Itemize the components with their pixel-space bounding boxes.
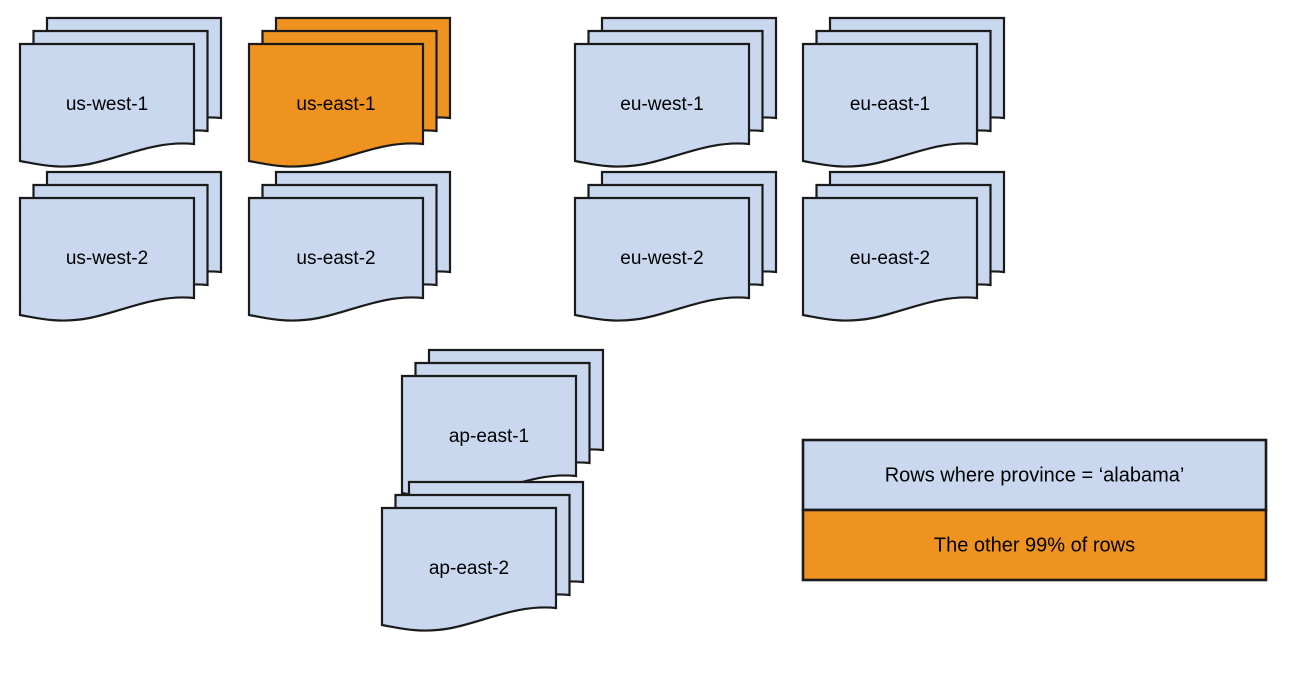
stack-sheet-front [380, 506, 558, 632]
legend-layer: Rows where province = ‘alabama’ The other… [801, 438, 1268, 582]
stack-sheet-front [573, 42, 751, 168]
legend-row-alabama: Rows where province = ‘alabama’ [801, 438, 1268, 512]
region-stack-eu-east-2[interactable]: eu-east-2 [801, 170, 1006, 322]
stack-sheet-front [801, 196, 979, 322]
stack-label-eu-west-2: eu-west-2 [620, 248, 703, 269]
legend-row-other: The other 99% of rows [801, 508, 1268, 582]
stack-label-eu-east-1: eu-east-1 [850, 94, 930, 115]
stack-label-ap-east-1: ap-east-1 [449, 426, 529, 447]
region-stack-eu-west-1[interactable]: eu-west-1 [573, 16, 778, 168]
stacks-layer: us-west-1 us-east-1 eu-west-1 eu-east-1 us-w… [18, 16, 1006, 632]
region-stack-us-east-2[interactable]: us-east-2 [247, 170, 452, 322]
stack-label-us-west-2: us-west-2 [66, 248, 148, 269]
region-stack-us-west-1[interactable]: us-west-1 [18, 16, 223, 168]
legend-row-other-text: The other 99% of rows [934, 534, 1135, 556]
stack-sheet-front [247, 42, 425, 168]
stack-label-us-west-1: us-west-1 [66, 94, 148, 115]
stack-sheet-front [18, 42, 196, 168]
region-stack-eu-west-2[interactable]: eu-west-2 [573, 170, 778, 322]
stack-label-eu-east-2: eu-east-2 [850, 248, 930, 269]
stack-label-us-east-1: us-east-1 [296, 94, 375, 115]
region-stack-us-west-2[interactable]: us-west-2 [18, 170, 223, 322]
legend-row-other-swatch [801, 508, 1268, 582]
legend-row-alabama-swatch [801, 438, 1268, 512]
stack-label-ap-east-2: ap-east-2 [429, 558, 509, 579]
stack-sheet-front [573, 196, 751, 322]
legend-row-alabama-text: Rows where province = ‘alabama’ [885, 464, 1185, 486]
stack-sheet-front [801, 42, 979, 168]
region-stack-ap-east-2[interactable]: ap-east-2 [380, 480, 585, 632]
region-stack-us-east-1[interactable]: us-east-1 [247, 16, 452, 168]
region-stack-ap-east-1[interactable]: ap-east-1 [400, 348, 605, 500]
stack-sheet-front [18, 196, 196, 322]
stack-label-us-east-2: us-east-2 [296, 248, 375, 269]
stack-sheet-front [247, 196, 425, 322]
stack-label-eu-west-1: eu-west-1 [620, 94, 703, 115]
region-stack-eu-east-1[interactable]: eu-east-1 [801, 16, 1006, 168]
